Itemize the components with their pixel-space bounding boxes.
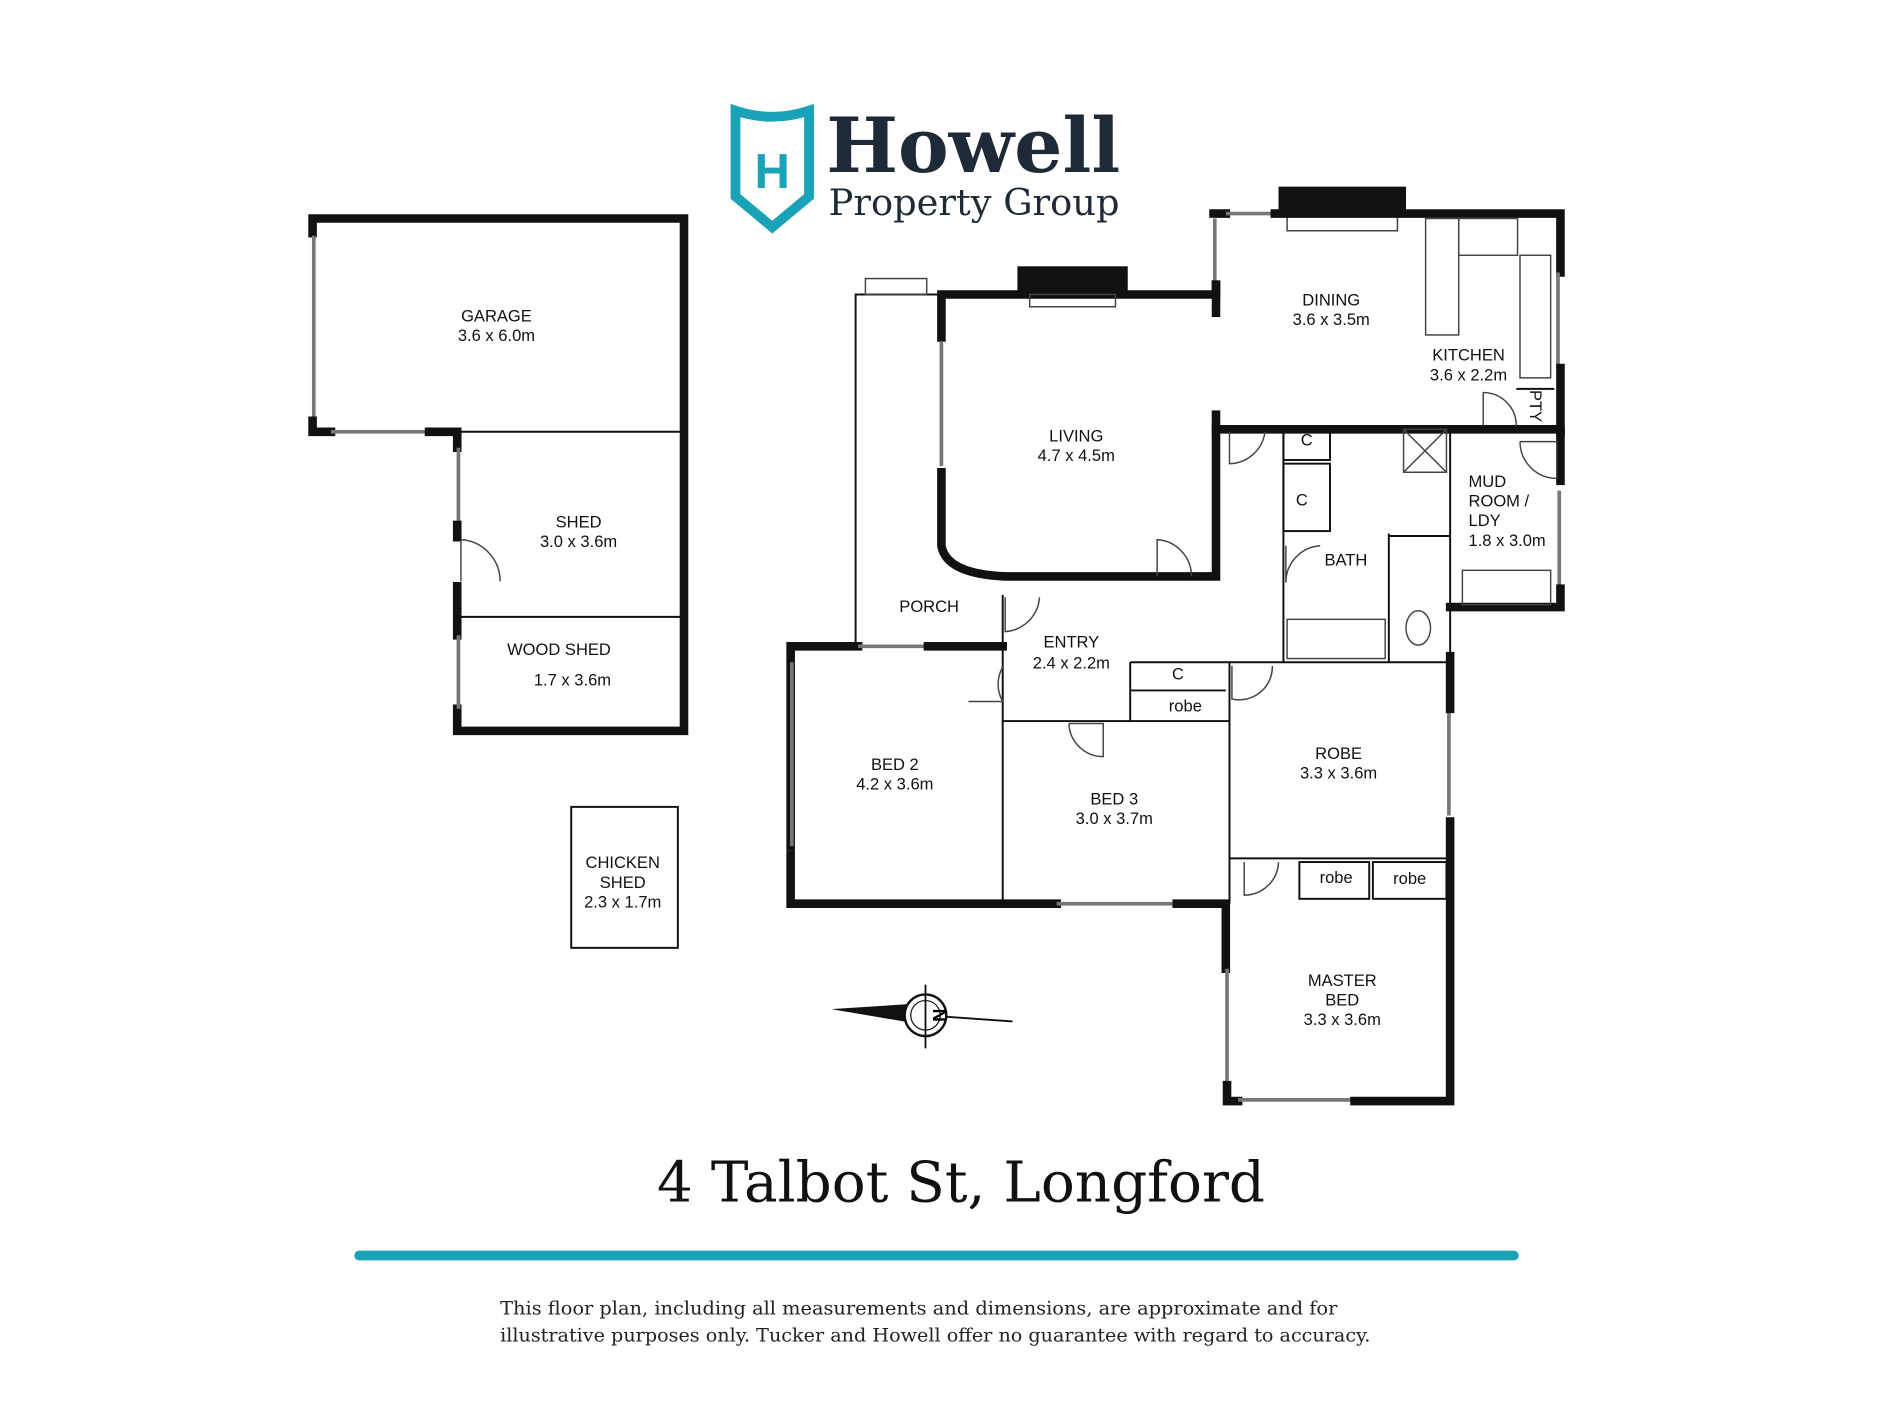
chicken-shed-label-2: SHED [600, 873, 646, 892]
room-labels: GARAGE 3.6 x 6.0m SHED 3.0 x 3.6m WOOD S… [458, 291, 1546, 1030]
kitchen-label: KITCHEN [1432, 346, 1505, 365]
wood-shed-size: 1.7 x 3.6m [534, 671, 611, 690]
shed-label: SHED [556, 512, 602, 531]
porch-label: PORCH [899, 597, 959, 616]
bath-label: BATH [1324, 550, 1367, 569]
property-address: 4 Talbot St, Longford [657, 1151, 1265, 1216]
robe-room-size: 3.3 x 3.6m [1300, 764, 1377, 783]
robe-room-label: ROBE [1315, 744, 1362, 763]
brand-name: Howell [826, 101, 1120, 190]
chicken-shed-size: 2.3 x 1.7m [584, 892, 661, 911]
house-walls [786, 186, 1565, 1106]
master-label: MASTER [1308, 971, 1377, 990]
shield-icon [730, 103, 814, 234]
logo-letter: H [755, 145, 790, 199]
disclaimer-line-1: This floor plan, including all measureme… [500, 1297, 1338, 1319]
kitchen-size: 3.6 x 2.2m [1430, 365, 1507, 384]
chicken-shed-label: CHICKEN [586, 853, 660, 872]
brand-logo: H Howell Property Group [730, 101, 1120, 234]
wood-shed-label: WOOD SHED [507, 640, 611, 659]
bed3-size: 3.0 x 3.7m [1076, 809, 1153, 828]
pantry-label: PTY [1526, 390, 1545, 422]
brand-subtitle: Property Group [829, 181, 1120, 224]
compass-icon: N [831, 984, 1013, 1049]
robe-a-label: robe [1320, 868, 1353, 887]
living-size: 4.7 x 4.5m [1038, 446, 1115, 465]
closet-label-2: C [1296, 490, 1308, 509]
disclaimer-line-2: illustrative purposes only. Tucker and H… [500, 1324, 1370, 1346]
living-label: LIVING [1049, 427, 1103, 446]
closet-label-1: C [1301, 430, 1313, 449]
garage-size: 3.6 x 6.0m [458, 326, 535, 345]
mud-room-label-2: ROOM / [1469, 492, 1530, 511]
closet-label-3: C [1172, 664, 1184, 683]
mud-room-size: 1.8 x 3.0m [1469, 531, 1546, 550]
robe-entry-label: robe [1169, 696, 1202, 715]
garage-label: GARAGE [461, 306, 532, 325]
compass-north-letter: N [929, 1009, 950, 1022]
mud-room-label-3: LDY [1469, 511, 1501, 530]
bed2-label: BED 2 [871, 755, 919, 774]
outbuildings [308, 214, 689, 949]
robe-b-label: robe [1393, 869, 1426, 888]
shed-size: 3.0 x 3.6m [540, 532, 617, 551]
master-label-2: BED [1325, 990, 1359, 1009]
dining-label: DINING [1302, 291, 1360, 310]
mud-room-label: MUD [1469, 472, 1507, 491]
bed2-size: 4.2 x 3.6m [856, 775, 933, 794]
entry-label: ENTRY [1043, 633, 1099, 652]
bed3-label: BED 3 [1090, 789, 1138, 808]
entry-size: 2.4 x 2.2m [1033, 653, 1110, 672]
master-size: 3.3 x 3.6m [1304, 1010, 1381, 1029]
dining-size: 3.6 x 3.5m [1293, 310, 1370, 329]
